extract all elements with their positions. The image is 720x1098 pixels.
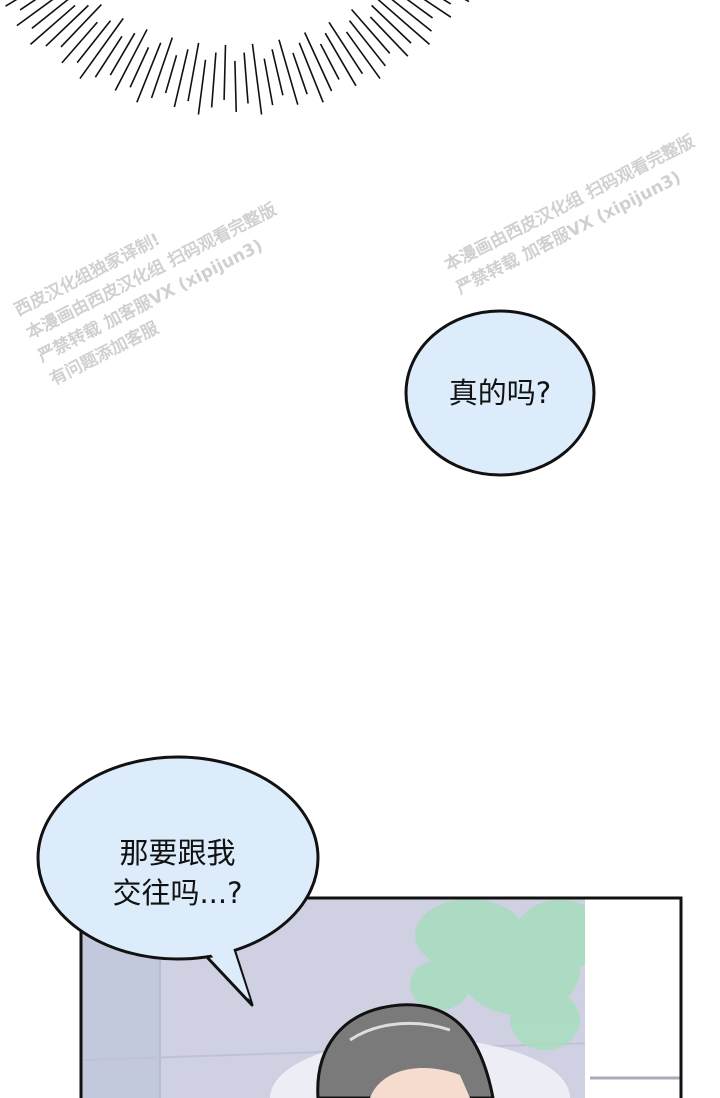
speed-line [173, 49, 189, 108]
speed-line [60, 4, 102, 48]
speed-line [328, 21, 364, 75]
speed-line [345, 31, 381, 80]
speed-line [150, 37, 174, 99]
speed-line [271, 49, 284, 96]
speed-line [348, 20, 387, 67]
speed-line [464, 0, 470, 3]
speed-line [197, 59, 207, 115]
speed-line [61, 21, 98, 64]
speech-bubble-1 [404, 309, 596, 477]
speed-line [136, 42, 162, 103]
speed-line [263, 58, 274, 106]
speed-line [350, 8, 391, 54]
speed-line [19, 0, 37, 11]
bubble-1-text: 真的吗? [448, 376, 552, 410]
speed-line [251, 43, 263, 115]
speed-line [292, 52, 308, 95]
speed-line [0, 0, 52, 2]
bubble-2-line-1: 那要跟我 [119, 836, 236, 870]
speed-line [94, 35, 123, 78]
bubble-2-line-2: 交往吗...? [112, 876, 243, 910]
speed-line [234, 60, 238, 112]
speed-line [5, 0, 18, 7]
speed-lines [0, 0, 470, 115]
speed-line [16, 0, 54, 27]
speed-line [303, 32, 333, 92]
speed-line [369, 16, 409, 57]
speed-line [114, 29, 148, 91]
speed-line [45, 4, 89, 47]
speed-line [324, 32, 357, 87]
speech-bubble-2 [36, 755, 320, 1007]
speed-line [31, 0, 69, 29]
speed-line [109, 32, 136, 76]
speed-line [79, 17, 124, 80]
speed-line [243, 52, 249, 104]
speed-line [391, 0, 433, 32]
speed-line [406, 0, 434, 19]
foliage [410, 899, 605, 1050]
speed-line [29, 4, 76, 46]
speed-line [76, 20, 112, 64]
speed-line [371, 4, 412, 44]
speed-line [187, 42, 200, 102]
speed-line [278, 39, 299, 105]
speed-line [377, 0, 431, 46]
speed-line [423, 0, 452, 18]
speed-line [298, 42, 324, 103]
speed-line [129, 47, 150, 88]
speed-line [319, 43, 340, 80]
character-hair [316, 1003, 495, 1098]
speed-line [210, 52, 217, 108]
speed-line [164, 55, 178, 94]
bubble-2-text: 那要跟我 交往吗...? [80, 833, 275, 913]
speed-line [223, 44, 227, 100]
